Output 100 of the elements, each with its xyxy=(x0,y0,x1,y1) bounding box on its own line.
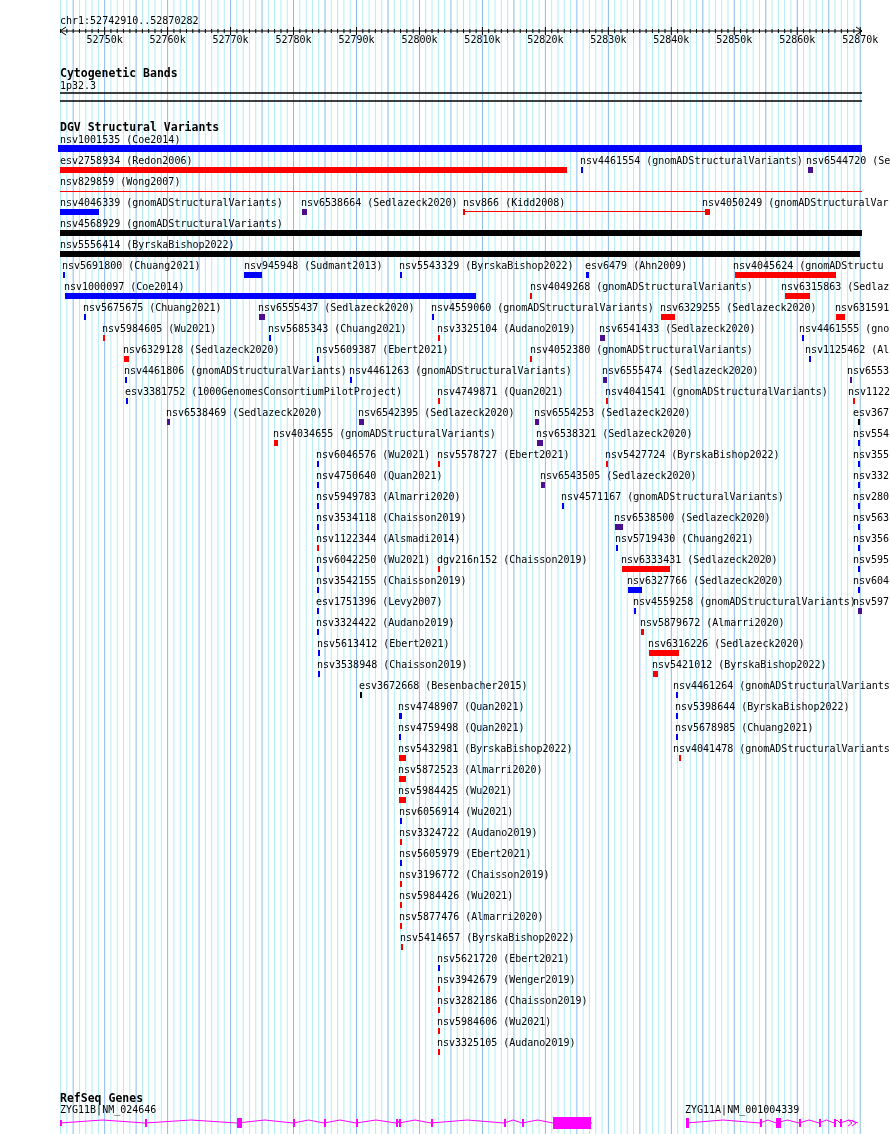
variant-label: nsv866 (Kidd2008) xyxy=(463,197,566,209)
variant-label: nsv5605979 (Ebert2021) xyxy=(399,848,532,860)
variant-label: nsv4045624 (gnomADStructu xyxy=(733,260,884,272)
variant-label: nsv6327766 (Sedlazeck2020) xyxy=(627,575,784,587)
tick-label: 52770k xyxy=(212,34,249,46)
variant-label: nsv5872523 (Almarri2020) xyxy=(398,764,543,776)
variant-label: nsv6542395 (Sedlazeck2020) xyxy=(358,407,515,419)
variant-label: nsv5621720 (Ebert2021) xyxy=(437,953,570,965)
variant-label: nsv5421012 (ByrskaBishop2022) xyxy=(652,659,827,671)
variant-label: nsv5609387 (Ebert2021) xyxy=(316,344,449,356)
variant-label: esv2758934 (Redon2006) xyxy=(60,155,193,167)
tick-label: 52780k xyxy=(275,34,312,46)
variant-label: nsv945948 (Sudmant2013) xyxy=(244,260,383,272)
variant-label: nsv5984605 (Wu2021) xyxy=(102,323,217,335)
variant-label: nsv356 xyxy=(853,533,890,545)
variant-label: nsv4052380 (gnomADStructuralVariants) xyxy=(530,344,753,356)
variant-label: nsv5678985 (Chuang2021) xyxy=(675,722,814,734)
gene-label: ZYG11A|NM_001004339 xyxy=(685,1104,800,1116)
track-title: RefSeq Genes xyxy=(60,1092,144,1104)
variant-label: nsv280 xyxy=(853,491,890,503)
variant-label: nsv6538500 (Sedlazeck2020) xyxy=(614,512,771,524)
variant-label: nsv5543329 (ByrskaBishop2022) xyxy=(399,260,574,272)
variant-label: nsv3325104 (Audano2019) xyxy=(437,323,576,335)
variant-label: nsv3324422 (Audano2019) xyxy=(316,617,455,629)
variant-label: nsv4034655 (gnomADStructuralVariants) xyxy=(273,428,496,440)
variant-label: nsv4041541 (gnomADStructuralVariants) xyxy=(605,386,828,398)
variant-label: nsv3324722 (Audano2019) xyxy=(399,827,538,839)
variant-label: nsv6329128 (Sedlazeck2020) xyxy=(123,344,280,356)
variant-label: nsv3196772 (Chaisson2019) xyxy=(399,869,550,881)
variant-label: nsv5984425 (Wu2021) xyxy=(398,785,513,797)
variant-label: nsv5877476 (Almarri2020) xyxy=(399,911,544,923)
variant-label: nsv5675675 (Chuang2021) xyxy=(83,302,222,314)
variant-label: nsv3282186 (Chaisson2019) xyxy=(437,995,588,1007)
variant-label: nsv4049268 (gnomADStructuralVariants) xyxy=(530,281,753,293)
variant-label: nsv6543505 (Sedlazeck2020) xyxy=(540,470,697,482)
variant-label: nsv5578727 (Ebert2021) xyxy=(437,449,570,461)
tick-label: 52800k xyxy=(401,34,438,46)
variant-label: nsv4046339 (gnomADStructuralVariants) xyxy=(60,197,283,209)
variant-label: nsv4749871 (Quan2021) xyxy=(437,386,564,398)
variant-label: esv3672668 (Besenbacher2015) xyxy=(359,680,528,692)
variant-label: esv6479 (Ahn2009) xyxy=(585,260,688,272)
variant-label: esv1751396 (Levy2007) xyxy=(316,596,443,608)
variant-label: nsv6333431 (Sedlazeck2020) xyxy=(621,554,778,566)
variant-label: nsv4461264 (gnomADStructuralVariants xyxy=(673,680,890,692)
location-label: chr1:52742910..52870282 xyxy=(60,15,199,27)
variant-label: nsv1001535 (Coe2014) xyxy=(60,134,181,146)
variant-label: esv367 xyxy=(853,407,890,419)
variant-label: nsv6538321 (Sedlazeck2020) xyxy=(536,428,693,440)
variant-label: nsv3942679 (Wenger2019) xyxy=(437,974,576,986)
track-title: Cytogenetic Bands xyxy=(60,67,178,79)
variant-label: nsv6555474 (Sedlazeck2020) xyxy=(602,365,759,377)
variant-label: nsv1122344 (Alsmadi2014) xyxy=(316,533,461,545)
variant-label: dgv216n152 (Chaisson2019) xyxy=(437,554,588,566)
variant-label: nsv604 xyxy=(853,575,890,587)
variant-label: nsv6329255 (Sedlazeck2020) xyxy=(660,302,817,314)
tick-label: 52760k xyxy=(149,34,186,46)
variant-label: nsv4568929 (gnomADStructuralVariants) xyxy=(60,218,283,230)
tick-label: 52860k xyxy=(779,34,816,46)
variant-label: nsv4461555 (gno xyxy=(799,323,890,335)
variant-label: nsv5719430 (Chuang2021) xyxy=(615,533,754,545)
variant-label: nsv4461554 (gnomADStructuralVariants) xyxy=(580,155,803,167)
tick-label: 52750k xyxy=(86,34,123,46)
variant-label: nsv6541433 (Sedlazeck2020) xyxy=(599,323,756,335)
variant-label: nsv3538948 (Chaisson2019) xyxy=(317,659,468,671)
variant-label: nsv563 xyxy=(853,512,890,524)
variant-label: nsv6554253 (Sedlazeck2020) xyxy=(534,407,691,419)
variant-label: nsv829859 (Wong2007) xyxy=(60,176,181,188)
band-label: 1p32.3 xyxy=(60,80,97,92)
variant-label: nsv554 xyxy=(853,428,890,440)
variant-label: nsv6046576 (Wu2021) xyxy=(316,449,431,461)
variant-label: nsv4571167 (gnomADStructuralVariants) xyxy=(561,491,784,503)
variant-label: nsv4461263 (gnomADStructuralVariants) xyxy=(349,365,572,377)
variant-label: nsv5984606 (Wu2021) xyxy=(437,1016,552,1028)
gene-label: ZYG11B|NM_024646 xyxy=(60,1104,157,1116)
variant-label: nsv1000097 (Coe2014) xyxy=(64,281,185,293)
tick-label: 52830k xyxy=(590,34,627,46)
variant-label: nsv3542155 (Chaisson2019) xyxy=(316,575,467,587)
tick-label: 52850k xyxy=(716,34,753,46)
variant-label: nsv6544720 (Se xyxy=(806,155,890,167)
variant-label: nsv5984426 (Wu2021) xyxy=(399,890,514,902)
variant-label: nsv5879672 (Almarri2020) xyxy=(640,617,785,629)
variant-label: nsv6042250 (Wu2021) xyxy=(316,554,431,566)
variant-label: esv3381752 (1000GenomesConsortiumPilotProject) xyxy=(125,386,402,398)
variant-label: nsv6316226 (Sedlazeck2020) xyxy=(648,638,805,650)
tick-label: 52810k xyxy=(464,34,501,46)
variant-label: nsv6056914 (Wu2021) xyxy=(399,806,514,818)
variant-label: nsv631591 xyxy=(835,302,890,314)
variant-label: nsv355 xyxy=(853,449,890,461)
tick-label: 52870k xyxy=(842,34,879,46)
variant-label: nsv1122 xyxy=(848,386,890,398)
variant-label: nsv3325105 (Audano2019) xyxy=(437,1037,576,1049)
variant-label: nsv3534118 (Chaisson2019) xyxy=(316,512,467,524)
variant-label: nsv4759498 (Quan2021) xyxy=(398,722,525,734)
variant-label: nsv1125462 (Al xyxy=(805,344,890,356)
variant-label: nsv5414657 (ByrskaBishop2022) xyxy=(400,932,575,944)
variant-label: nsv4750640 (Quan2021) xyxy=(316,470,443,482)
track-title: DGV Structural Variants xyxy=(60,121,220,133)
variant-label: nsv4748907 (Quan2021) xyxy=(398,701,525,713)
variant-label: nsv4041478 (gnomADStructuralVariants xyxy=(673,743,890,755)
variant-label: nsv5432981 (ByrskaBishop2022) xyxy=(398,743,573,755)
